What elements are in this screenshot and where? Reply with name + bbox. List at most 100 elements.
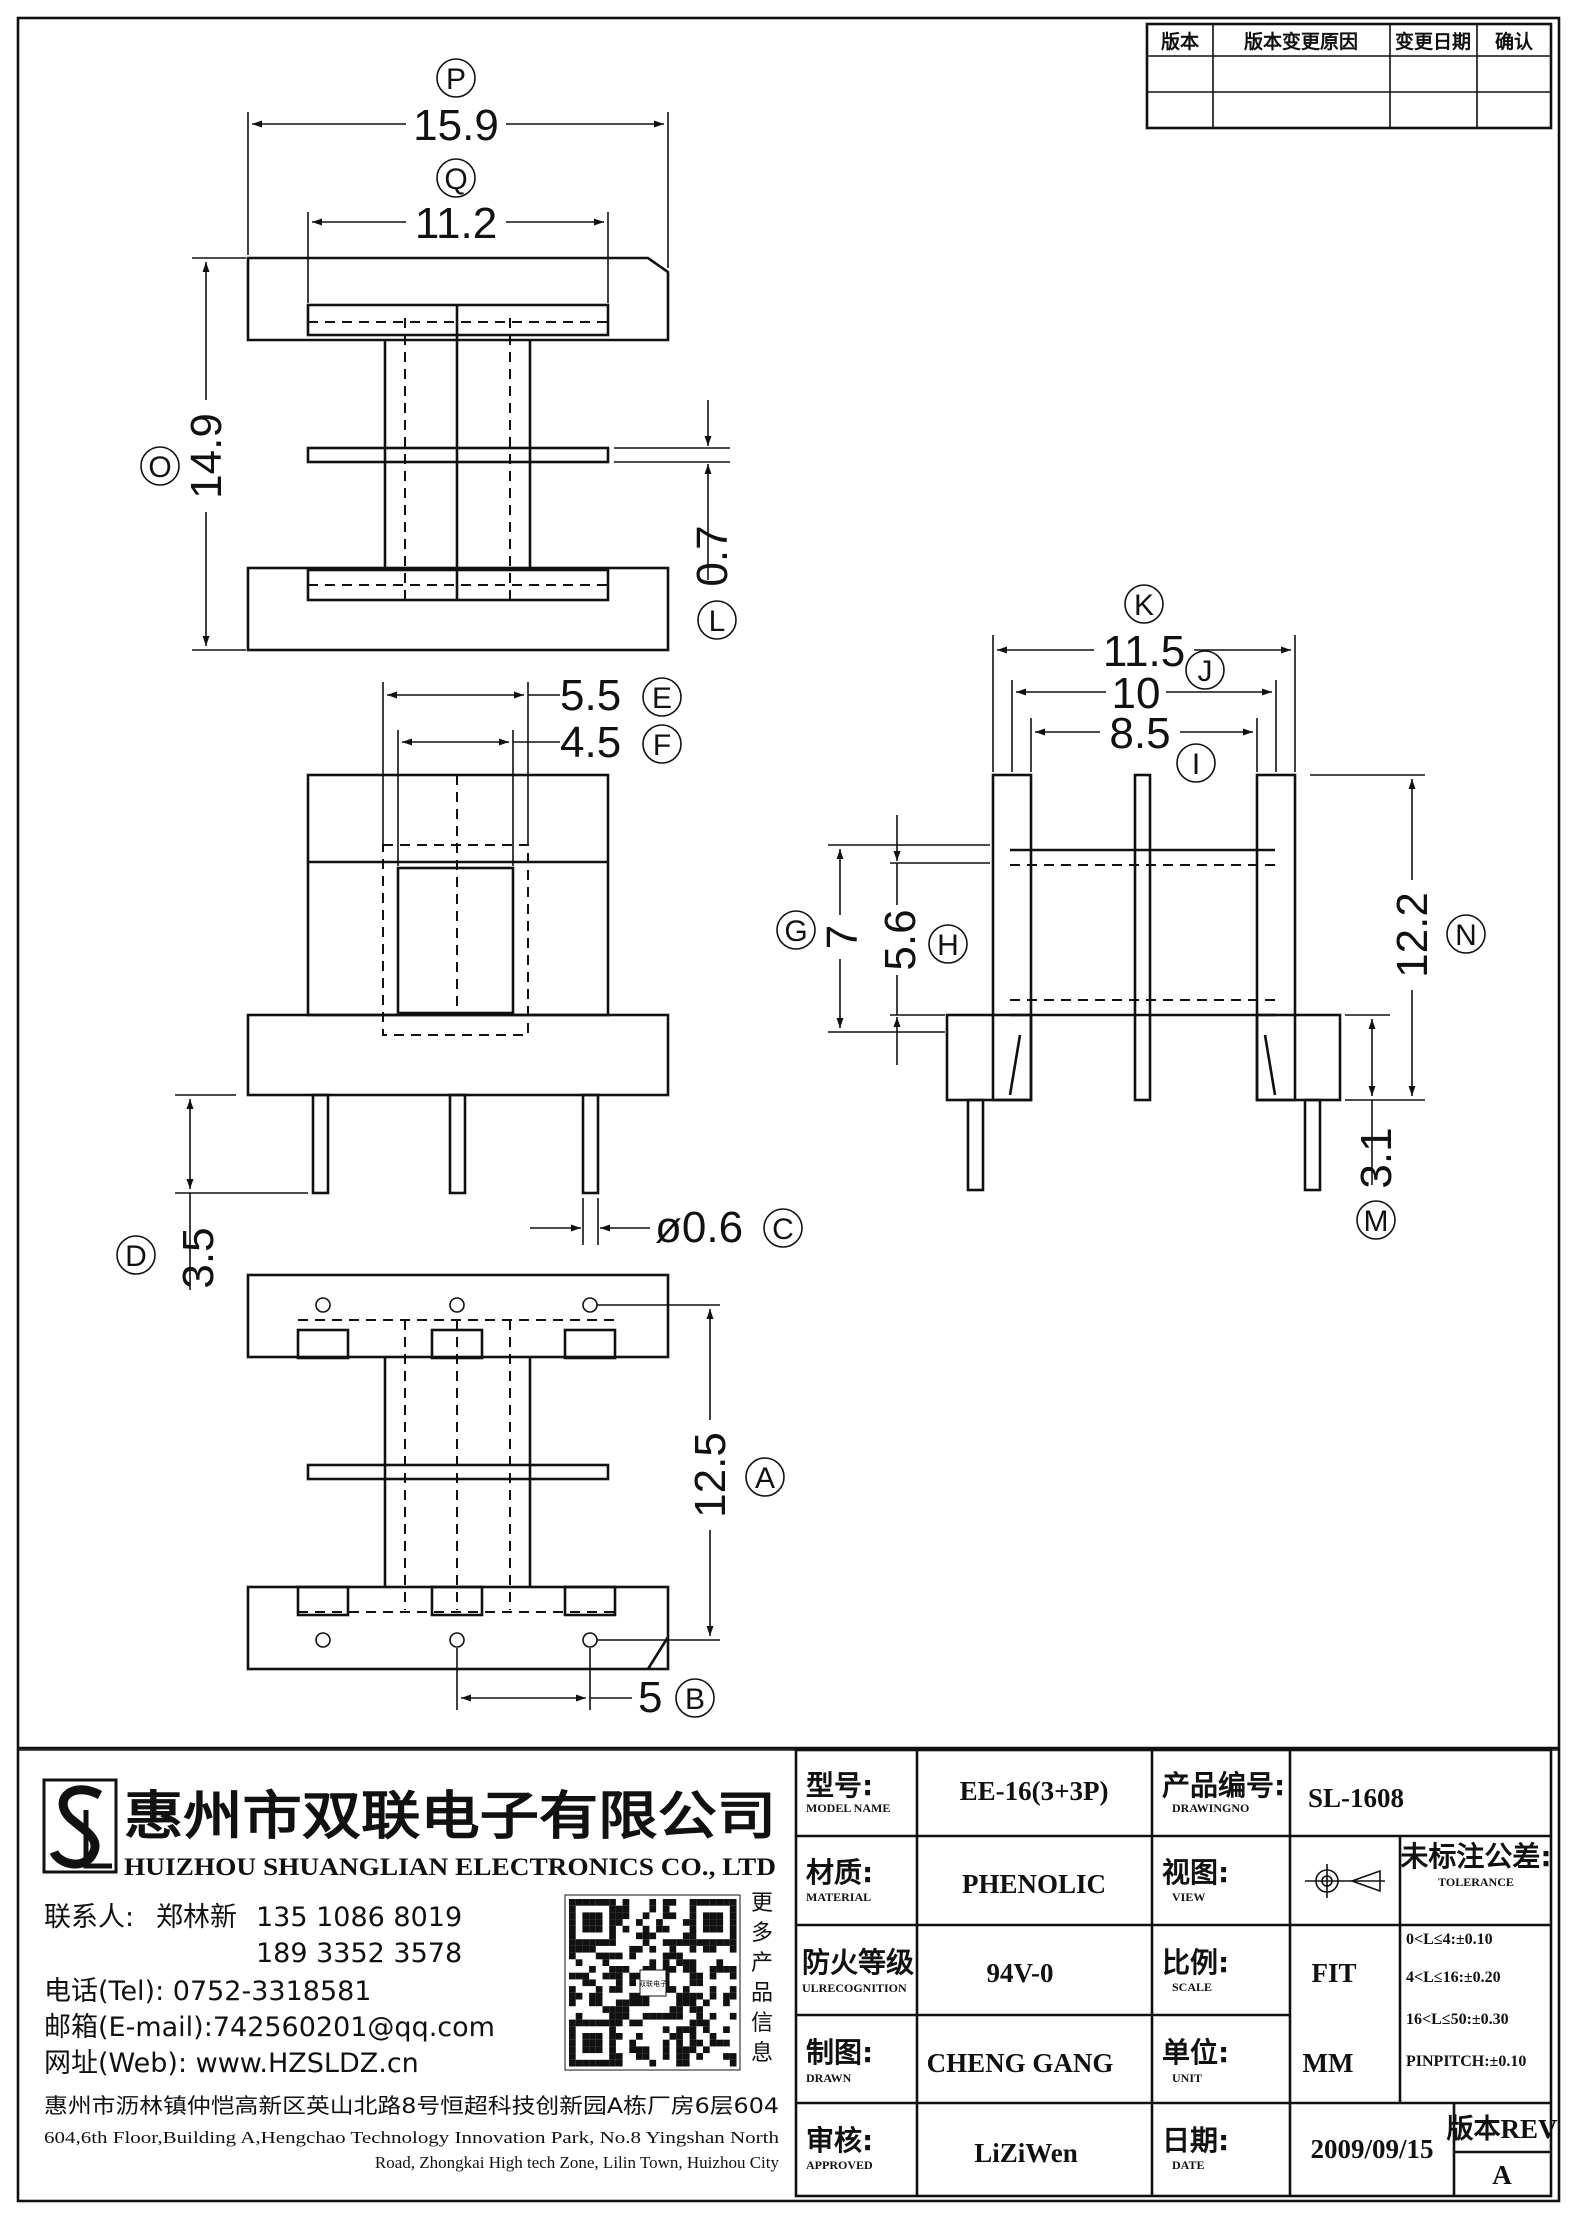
unit-label: 单位: (1162, 2036, 1229, 2069)
svg-text:DRAWINGNO: DRAWINGNO (1172, 1801, 1249, 1815)
dim-d-value: 3.5 (174, 1227, 223, 1288)
model-label: 型号: (806, 1769, 873, 1802)
scale-value: FIT (1311, 1958, 1356, 1988)
dim-j-value: 10 (1112, 669, 1161, 718)
dim-d-letter: D (125, 1240, 147, 1273)
fire-value: 94V-0 (987, 1958, 1054, 1988)
dim-a-letter: A (755, 1462, 775, 1495)
approved-label: 审核: (806, 2124, 873, 2157)
rev-header-confirm: 确认 (1495, 30, 1533, 53)
contact-name: 郑林新 (156, 1902, 237, 1933)
svg-text:TOLERANCE: TOLERANCE (1438, 1875, 1514, 1889)
dim-c-value: ø0.6 (655, 1203, 743, 1252)
drawing-no-value: SL-1608 (1308, 1783, 1404, 1813)
unit-value: MM (1303, 2048, 1354, 2078)
dim-g-letter: G (784, 915, 807, 948)
dim-p-letter: P (446, 63, 466, 96)
dim-n-letter: N (1455, 919, 1477, 952)
front-view: 5.5 E 4.5 F 3.5 D ø0.6 C (116, 671, 803, 1290)
fire-label: 防火等级 (802, 1946, 914, 1979)
web-line: 网址(Web): www.HZSLDZ.cn (44, 2048, 419, 2079)
company-name-cn: 惠州市双联电子有限公司 (124, 1786, 776, 1847)
qr-code[interactable]: 双联电子 (564, 1894, 741, 2071)
dim-j-letter: J (1198, 655, 1213, 688)
dim-b-value: 5 (638, 1673, 662, 1722)
side-view: 11.5 K 10 J 8.5 I 7 G 5.6 H (776, 584, 1486, 1240)
drawing-no-label: 产品编号: (1162, 1769, 1285, 1802)
dim-k-value: 11.5 (1103, 627, 1185, 676)
view-label: 视图: (1162, 1856, 1229, 1889)
company-block: SL 惠州市双联电子有限公司 HUIZHOU SHUANGLIAN ELECTR… (18, 1746, 1559, 2172)
tolerance-2: 4<L≤16:±0.20 (1406, 1969, 1501, 1986)
scale-label: 比例: (1162, 1946, 1229, 1979)
title-block: 型号: MODEL NAME EE-16(3+3P) 产品编号: DRAWING… (794, 1748, 1558, 2198)
top-view: 15.9 P 11.2 Q 14.9 O 0.7 L (140, 58, 737, 652)
dim-m-letter: M (1364, 1205, 1389, 1238)
svg-text:信: 信 (751, 2011, 773, 2036)
date-label: 日期: (1162, 2124, 1229, 2157)
material-value: PHENOLIC (962, 1869, 1106, 1899)
rev-label: 版本REV (1446, 2114, 1558, 2144)
dim-e-value: 5.5 (560, 671, 621, 720)
dim-h-value: 5.6 (876, 909, 925, 970)
dim-q-letter: Q (444, 163, 467, 196)
dim-a-value: 12.5 (686, 1432, 735, 1518)
svg-text:产: 产 (751, 1951, 773, 1976)
svg-text:更: 更 (751, 1891, 773, 1916)
dim-c-letter: C (772, 1213, 794, 1246)
contact-label: 联系人: (44, 1902, 134, 1933)
drawn-value: CHENG GANG (927, 2048, 1114, 2078)
svg-text:品: 品 (751, 1981, 773, 2006)
svg-text:SL: SL (79, 1869, 81, 1871)
rev-value: A (1492, 2160, 1512, 2190)
approved-value: LiZiWen (974, 2138, 1078, 2168)
tolerance-3: 16<L≤50:±0.30 (1406, 2011, 1509, 2028)
material-label: 材质: (806, 1856, 873, 1889)
rev-header-reason: 版本变更原因 (1244, 30, 1358, 53)
svg-text:VIEW: VIEW (1172, 1890, 1205, 1904)
dim-h-letter: H (937, 929, 959, 962)
dim-o-letter: O (148, 451, 171, 484)
svg-text:APPROVED: APPROVED (806, 2158, 873, 2172)
contact-phone-1: 135 1086 8019 (256, 1902, 462, 1933)
dim-i-letter: I (1192, 748, 1200, 781)
date-value: 2009/09/15 (1310, 2134, 1433, 2164)
svg-text:MATERIAL: MATERIAL (806, 1890, 871, 1904)
dim-f-value: 4.5 (560, 718, 621, 767)
dim-e-letter: E (652, 682, 672, 715)
svg-text:ULRECOGNITION: ULRECOGNITION (802, 1981, 907, 1995)
svg-text:息: 息 (751, 2041, 773, 2066)
address-en-line2: Road, Zhongkai High tech Zone, Lilin Tow… (375, 2153, 780, 2172)
model-value: EE-16(3+3P) (960, 1776, 1109, 1806)
address-en-line1: 604,6th Floor,Building A,Hengchao Techno… (44, 2128, 780, 2147)
rev-header-date: 变更日期 (1395, 30, 1471, 53)
tolerance-4: PINPITCH:±0.10 (1406, 2053, 1526, 2070)
dim-f-letter: F (653, 729, 671, 762)
dim-m-value: 3.1 (1352, 1127, 1401, 1188)
rev-header-version: 版本 (1161, 30, 1199, 53)
contact-phone-2: 189 3352 3578 (256, 1938, 462, 1969)
address-cn: 惠州市沥林镇仲恺高新区英山北路8号恒超科技创新园A栋厂房6层604 (44, 2094, 779, 2118)
tolerance-label: 未标注公差: (1400, 1840, 1551, 1873)
dim-n-value: 12.2 (1388, 892, 1437, 978)
company-logo: SL (42, 1778, 118, 1874)
dim-l-letter: L (709, 605, 726, 638)
sheet-border (16, 16, 1561, 2203)
tolerance-1: 0<L≤4:±0.10 (1406, 1931, 1493, 1948)
dim-p-value: 15.9 (413, 101, 499, 150)
svg-text:UNIT: UNIT (1172, 2071, 1202, 2085)
tel-line: 电话(Tel): 0752-3318581 (44, 1976, 371, 2007)
company-name-en: HUIZHOU SHUANGLIAN ELECTRONICS CO., LTD (124, 1854, 776, 1881)
svg-text:SCALE: SCALE (1172, 1980, 1212, 1994)
projection-symbol-icon (1305, 1864, 1385, 1898)
bottom-view: 12.5 A 5 B (246, 1273, 785, 1722)
dim-q-value: 11.2 (415, 199, 497, 248)
dim-b-letter: B (685, 1683, 705, 1716)
drawn-label: 制图: (806, 2036, 873, 2069)
dim-l-value: 0.7 (688, 525, 737, 586)
qr-caption: 双联电子 (639, 1979, 667, 1988)
revision-table: 版本 版本变更原因 变更日期 确认 (1145, 22, 1553, 130)
svg-text:MODEL NAME: MODEL NAME (806, 1801, 890, 1815)
dim-g-value: 7 (818, 925, 867, 949)
